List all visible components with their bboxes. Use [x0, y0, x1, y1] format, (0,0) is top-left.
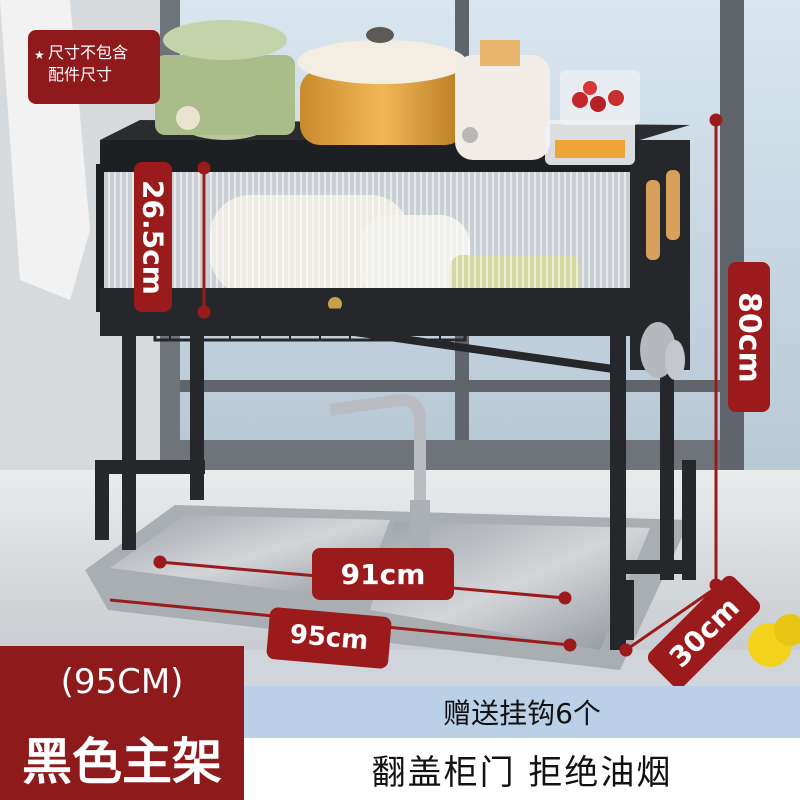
- inner-width-label: 91cm: [312, 548, 454, 600]
- outer-width-label: 95cm: [265, 606, 393, 670]
- size-note: ★ 尺寸不包含 配件尺寸: [28, 30, 160, 104]
- product-variant-panel: (95CM) 黑色主架: [0, 646, 244, 800]
- variant-size: (95CM): [60, 662, 184, 702]
- shelf-height-label: 26.5cm: [134, 162, 172, 312]
- star-icon: ★: [34, 48, 45, 62]
- note-line-1: 尺寸不包含: [48, 43, 129, 62]
- gift-banner: 赠送挂钩6个: [244, 686, 800, 738]
- feature-banner: 翻盖柜门 拒绝油烟: [244, 738, 800, 800]
- total-height-label: 80cm: [728, 262, 770, 412]
- note-line-2: 配件尺寸: [48, 65, 113, 84]
- product-name: 黑色主架: [22, 733, 222, 791]
